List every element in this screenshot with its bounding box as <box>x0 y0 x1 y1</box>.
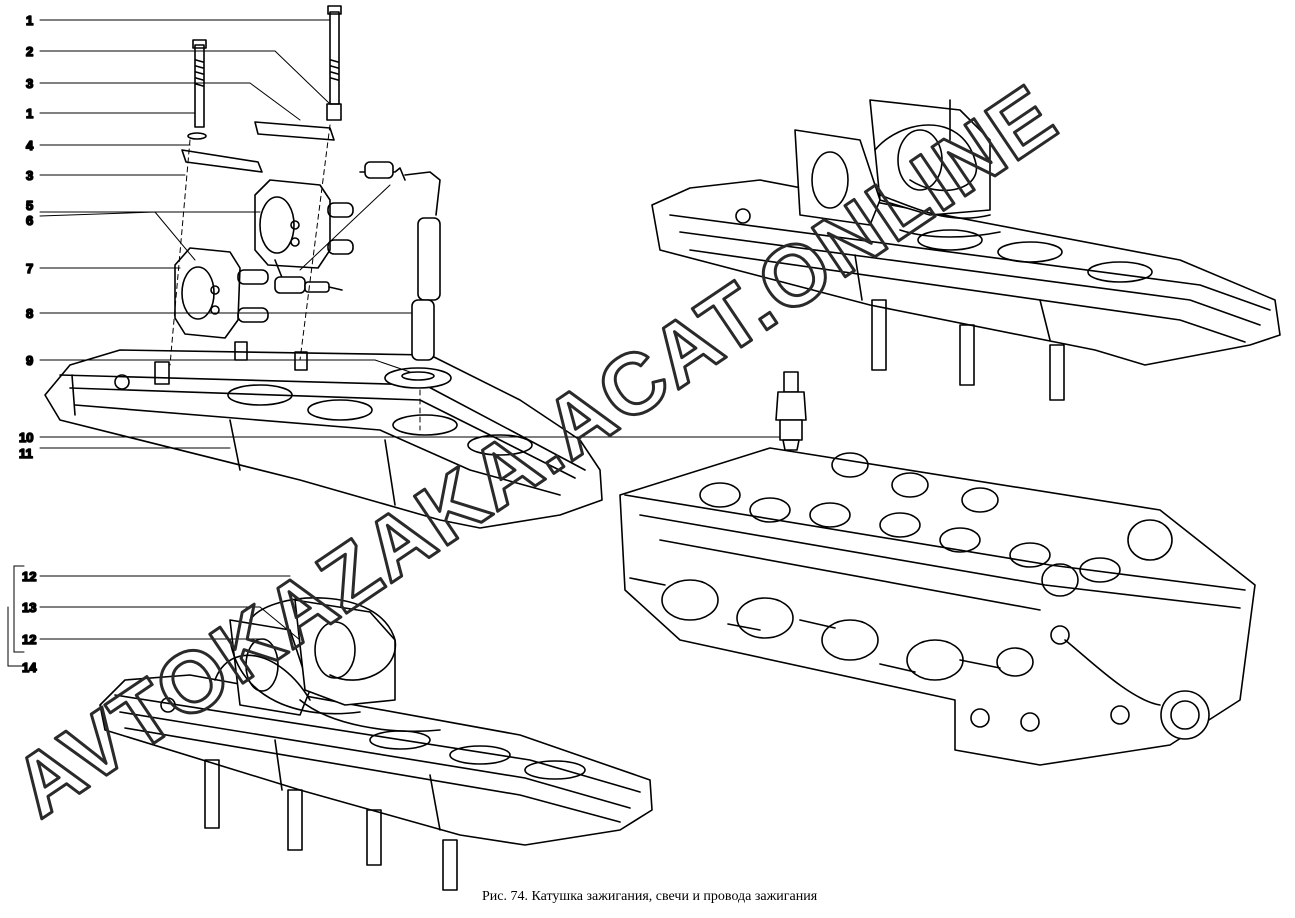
valve-cover-top-right <box>651 99 1281 401</box>
callout-7: 7 <box>26 261 33 276</box>
high-voltage-wire-and-boot <box>274 161 441 361</box>
ignition-coil-upper <box>254 179 354 291</box>
callout-12b: 12 <box>22 632 36 647</box>
callout-6: 6 <box>26 213 33 228</box>
callouts: 1 2 3 1 4 3 5 6 7 8 9 10 11 12 13 12 14 <box>18 12 38 676</box>
studs <box>629 577 1001 673</box>
callout-5: 5 <box>26 198 33 213</box>
valve-cover-bottom-left <box>99 597 653 891</box>
callout-12a: 12 <box>22 569 36 584</box>
valve-cover-top-left <box>44 341 603 529</box>
assembly-axis-lines <box>169 124 421 431</box>
coil-brackets <box>181 121 335 173</box>
spark-plug <box>775 371 807 451</box>
cylinder-head <box>619 447 1256 766</box>
callout-11: 11 <box>19 446 33 461</box>
callout-4: 4 <box>26 138 34 153</box>
ignition-coil-lower <box>174 247 269 339</box>
callout-3b: 3 <box>26 168 33 183</box>
callout-14: 14 <box>22 660 37 675</box>
camshaft-bearing-row <box>699 452 1173 597</box>
watermark-text: AVTOKAZAKA.ACAT.ONLINE <box>0 66 1073 835</box>
seal-washer <box>384 367 452 389</box>
callout-13: 13 <box>22 600 36 615</box>
callout-3a: 3 <box>26 76 33 91</box>
bolts <box>187 5 342 140</box>
callout-9: 9 <box>26 353 33 368</box>
callout-1b: 1 <box>26 106 33 121</box>
callout-2: 2 <box>26 44 33 59</box>
callout-10: 10 <box>19 430 33 445</box>
leader-lines <box>7 19 781 667</box>
callout-1a: 1 <box>26 13 33 28</box>
callout-8: 8 <box>26 306 33 321</box>
figure-caption: Рис. 74. Катушка зажигания, свечи и пров… <box>482 889 818 904</box>
